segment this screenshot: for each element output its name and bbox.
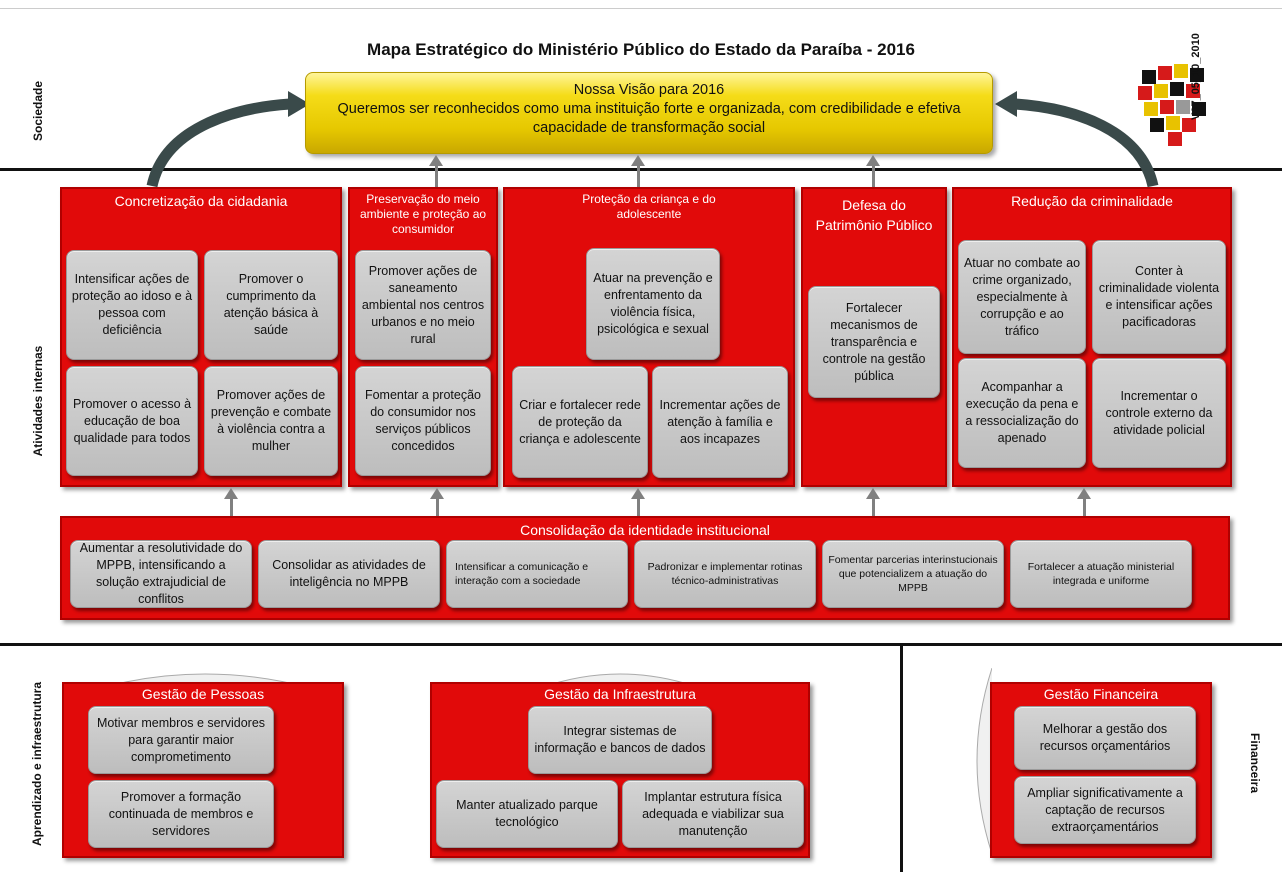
theme-title: Preservação do meio ambiente e proteção … xyxy=(359,192,487,236)
objective-card: Aumentar a resolutividade do MPPB, inten… xyxy=(70,540,252,608)
arc-left-arrow xyxy=(146,91,310,188)
divider-aprendizado xyxy=(0,643,1282,646)
objective-card: Promover o cumprimento da atenção básica… xyxy=(204,250,338,360)
connector-arrowhead xyxy=(631,155,645,166)
panel-left-bevel xyxy=(966,667,993,855)
theme-title: Defesa do Patrimônio Público xyxy=(815,197,933,233)
objective-card: Ampliar significativamente a captação de… xyxy=(1014,776,1196,844)
vision-box: Nossa Visão para 2016 Queremos ser recon… xyxy=(305,72,993,154)
connector-line xyxy=(637,164,640,188)
objective-card: Promover a formação continuada de membro… xyxy=(88,780,274,848)
objective-card: Fortalecer mecanismos de transparência e… xyxy=(808,286,940,398)
objective-card: Consolidar as atividades de inteligência… xyxy=(258,540,440,608)
objective-card: Motivar membros e servidores para garant… xyxy=(88,706,274,774)
objective-card: Intensificar a comunicação e interação c… xyxy=(446,540,628,608)
map-title: Mapa Estratégico do Ministério Público d… xyxy=(367,40,915,59)
connector-line xyxy=(872,496,875,518)
theme-title: Gestão de Pessoas xyxy=(141,686,265,702)
version-label: V07_05_10_2010 xyxy=(1190,33,1202,120)
objective-card: Intensificar ações de proteção ao idoso … xyxy=(66,250,198,360)
objective-card: Promover ações de prevenção e combate à … xyxy=(204,366,338,476)
connector-line xyxy=(872,164,875,188)
connector-line xyxy=(230,496,233,518)
connector-arrowhead xyxy=(866,155,880,166)
theme-title: Gestão da Infraestrutura xyxy=(544,686,696,702)
mppb-logo xyxy=(1128,58,1208,150)
theme-title: Consolidação da identidade institucional xyxy=(520,522,770,538)
objective-card: Incrementar ações de atenção à família e… xyxy=(652,366,788,478)
connector-arrowhead xyxy=(631,488,645,499)
connector-line xyxy=(637,496,640,518)
theme-title: Concretização da cidadania xyxy=(114,193,288,209)
objective-card: Atuar na prevenção e enfrentamento da vi… xyxy=(586,248,720,360)
objective-card: Promover ações de saneamento ambiental n… xyxy=(355,250,491,360)
connector-arrowhead xyxy=(866,488,880,499)
objective-card: Incrementar o controle externo da ativid… xyxy=(1092,358,1226,468)
objective-card: Integrar sistemas de informação e bancos… xyxy=(528,706,712,774)
objective-card: Fortalecer a atuação ministerial integra… xyxy=(1010,540,1192,608)
theme-title: Proteção da criança e do adolescente xyxy=(582,192,716,221)
connector-line xyxy=(436,496,439,518)
objective-card: Acompanhar a execução da pena e a ressoc… xyxy=(958,358,1086,468)
objective-card: Melhorar a gestão dos recursos orçamentá… xyxy=(1014,706,1196,770)
objective-card: Padronizar e implementar rotinas técnico… xyxy=(634,540,816,608)
top-border xyxy=(0,8,1282,9)
connector-arrowhead xyxy=(430,488,444,499)
objective-card: Manter atualizado parque tecnológico xyxy=(436,780,618,848)
objective-card: Implantar estrutura física adequada e vi… xyxy=(622,780,804,848)
vision-text: Queremos ser reconhecidos como uma insti… xyxy=(337,101,961,136)
connector-arrowhead xyxy=(224,488,238,499)
objective-card: Atuar no combate ao crime organizado, es… xyxy=(958,240,1086,354)
objective-card: Conter à criminalidade violenta e intens… xyxy=(1092,240,1226,354)
connector-arrowhead xyxy=(429,155,443,166)
objective-card: Promover o acesso à educação de boa qual… xyxy=(66,366,198,476)
perspective-atividades: Atividades internas xyxy=(31,345,45,457)
theme-title: Gestão Financeira xyxy=(1043,686,1159,702)
objective-card: Criar e fortalecer rede de proteção da c… xyxy=(512,366,648,478)
perspective-financeira: Financeira xyxy=(1248,732,1262,794)
objective-card: Fomentar parcerias interinstucionais que… xyxy=(822,540,1004,608)
connector-line xyxy=(1083,496,1086,518)
vision-title: Nossa Visão para 2016 xyxy=(573,82,725,98)
perspective-aprendizado: Aprendizado e infraestrutura xyxy=(30,681,44,847)
objective-card: Fomentar a proteção do consumidor nos se… xyxy=(355,366,491,476)
arc-right-arrow xyxy=(995,91,1159,188)
perspective-sociedade: Sociedade xyxy=(31,80,45,142)
theme-title: Redução da criminalidade xyxy=(1011,193,1173,209)
connector-line xyxy=(435,164,438,188)
divider-financeira xyxy=(900,645,903,872)
connector-arrowhead xyxy=(1077,488,1091,499)
divider-sociedade xyxy=(0,168,1282,171)
